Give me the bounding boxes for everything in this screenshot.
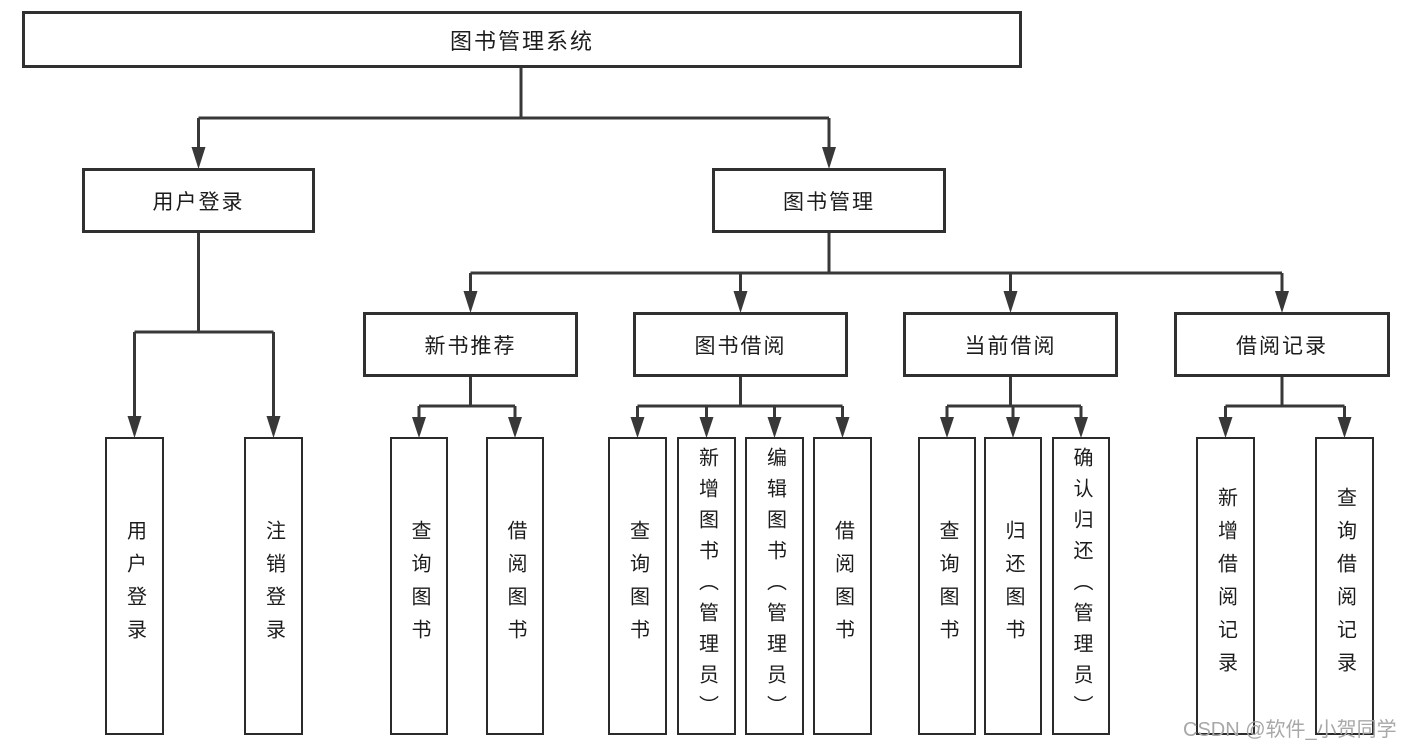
leaf-records-add-record: 新增借阅记录 <box>1196 437 1255 735</box>
leaf-label: 新增图书（管理员） <box>695 446 718 726</box>
leaf-label: 确认归还（管理员） <box>1070 446 1092 726</box>
node-book-management: 图书管理 <box>712 168 946 233</box>
node-current-borrowing: 当前借阅 <box>903 312 1118 377</box>
leaf-current-confirm-return-admin: 确认归还（管理员） <box>1052 437 1110 735</box>
node-user-login: 用户登录 <box>82 168 315 233</box>
leaf-label: 查询图书 <box>626 520 649 652</box>
leaf-label: 注销登录 <box>262 520 285 652</box>
leaf-label: 查询图书 <box>936 520 958 652</box>
leaf-current-query-books: 查询图书 <box>918 437 976 735</box>
leaf-current-return-books: 归还图书 <box>984 437 1042 735</box>
leaf-label: 查询图书 <box>408 520 430 652</box>
node-label: 图书管理系统 <box>449 28 594 54</box>
leaf-borrowing-edit-books-admin: 编辑图书（管理员） <box>745 437 804 735</box>
watermark: CSDN @软件_小贺同学 <box>1183 719 1397 741</box>
leaf-borrowing-add-books-admin: 新增图书（管理员） <box>677 437 736 735</box>
node-book-borrowing: 图书借阅 <box>633 312 848 377</box>
leaf-label: 用户登录 <box>123 520 146 652</box>
leaf-user-login: 用户登录 <box>105 437 164 735</box>
node-label: 图书管理 <box>783 190 875 214</box>
leaf-recommend-query-books: 查询图书 <box>390 437 448 735</box>
leaf-recommend-borrow-books: 借阅图书 <box>486 437 544 735</box>
leaf-label: 编辑图书（管理员） <box>763 446 786 726</box>
leaf-label: 归还图书 <box>1002 520 1024 652</box>
node-label: 新书推荐 <box>424 334 517 358</box>
leaf-borrowing-borrow-books: 借阅图书 <box>813 437 872 735</box>
node-root-library-management-system: 图书管理系统 <box>22 11 1022 68</box>
leaf-logout: 注销登录 <box>244 437 303 735</box>
leaf-borrowing-query-books: 查询图书 <box>608 437 667 735</box>
node-new-book-recommendation: 新书推荐 <box>363 312 578 377</box>
node-label: 用户登录 <box>152 190 245 214</box>
node-label: 借阅记录 <box>1236 334 1328 358</box>
leaf-label: 借阅图书 <box>504 520 526 652</box>
leaf-records-query-record: 查询借阅记录 <box>1315 437 1374 735</box>
node-label: 图书借阅 <box>694 334 787 358</box>
node-label: 当前借阅 <box>964 334 1057 358</box>
node-borrowing-records: 借阅记录 <box>1174 312 1390 377</box>
leaf-label: 查询借阅记录 <box>1333 487 1356 685</box>
leaf-label: 借阅图书 <box>831 520 854 652</box>
leaf-label: 新增借阅记录 <box>1214 487 1237 685</box>
